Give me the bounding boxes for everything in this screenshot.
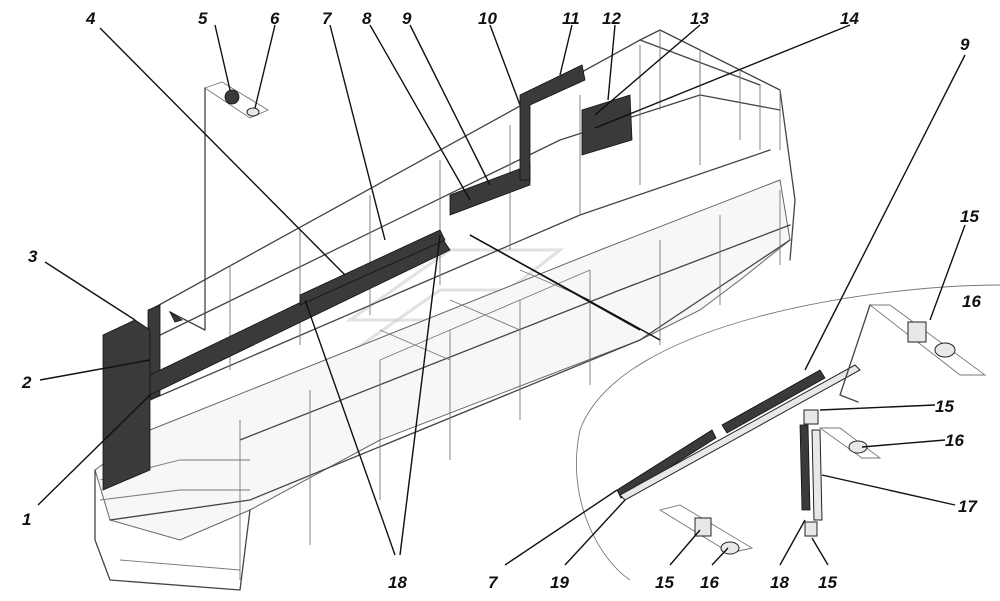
strip-13 <box>581 94 633 156</box>
bus-frame <box>94 29 796 591</box>
seal-strips <box>102 64 633 491</box>
callout-18-detail: 18 <box>770 573 789 592</box>
callout-17: 17 <box>958 497 978 516</box>
waist-rail-right <box>239 224 791 441</box>
callout-6: 6 <box>270 9 280 28</box>
detail-view-outline <box>576 284 1000 581</box>
callout-16-a: 16 <box>962 292 981 311</box>
strip-7 <box>299 229 446 306</box>
detail-strip-19 <box>619 364 861 501</box>
callout-15-b: 15 <box>935 397 954 416</box>
callout-3: 3 <box>28 247 38 266</box>
callout-10: 10 <box>478 9 497 28</box>
fastener-detail-5-6 <box>168 81 269 331</box>
strip-11 <box>519 64 586 181</box>
callout-11: 11 <box>562 9 580 28</box>
screw-16-a <box>934 342 956 358</box>
skirt-rail <box>109 239 791 521</box>
pillars-right <box>239 190 781 580</box>
callout-5: 5 <box>198 9 208 28</box>
callout-16-b: 16 <box>945 431 964 450</box>
callout-labels: 1 2 3 4 5 6 7 8 9 10 11 12 13 14 9 15 16… <box>21 9 981 592</box>
callout-18-main: 18 <box>388 573 407 592</box>
callout-15-d: 15 <box>655 573 674 592</box>
callout-1: 1 <box>22 510 31 529</box>
strip-3 <box>102 319 151 491</box>
bolt-6 <box>246 107 260 117</box>
detail-strip-9 <box>721 369 826 434</box>
detail-strip-17 <box>811 429 823 521</box>
callout-2: 2 <box>21 373 32 392</box>
detail-strip-7 <box>616 429 717 499</box>
fastener-detail-16-mid <box>818 427 882 459</box>
clip-15-bottom <box>804 521 818 537</box>
nut-5 <box>224 89 240 105</box>
callout-16-c: 16 <box>700 573 719 592</box>
callout-9-detail: 9 <box>960 35 970 54</box>
callout-15-a: 15 <box>960 207 979 226</box>
leader-lines <box>37 24 966 566</box>
callout-14: 14 <box>840 9 859 28</box>
detail-parts <box>616 364 861 537</box>
detail-strip-18 <box>799 424 811 511</box>
callout-12: 12 <box>602 9 621 28</box>
fastener-detail-15-16-bottom <box>658 504 754 555</box>
clip-15-top <box>803 409 819 425</box>
callout-7-bottom: 7 <box>488 573 499 592</box>
fastener-detail-15-16-top <box>839 304 987 403</box>
callout-13: 13 <box>690 9 709 28</box>
cross-bracing <box>379 269 591 361</box>
callout-15-c: 15 <box>818 573 837 592</box>
callout-4: 4 <box>85 9 96 28</box>
front-end <box>94 469 251 591</box>
callout-7-top: 7 <box>322 9 333 28</box>
callout-19: 19 <box>550 573 569 592</box>
callout-9-top: 9 <box>402 9 412 28</box>
callout-8: 8 <box>362 9 372 28</box>
strip-10 <box>449 164 531 216</box>
clip-15-a <box>907 321 927 343</box>
